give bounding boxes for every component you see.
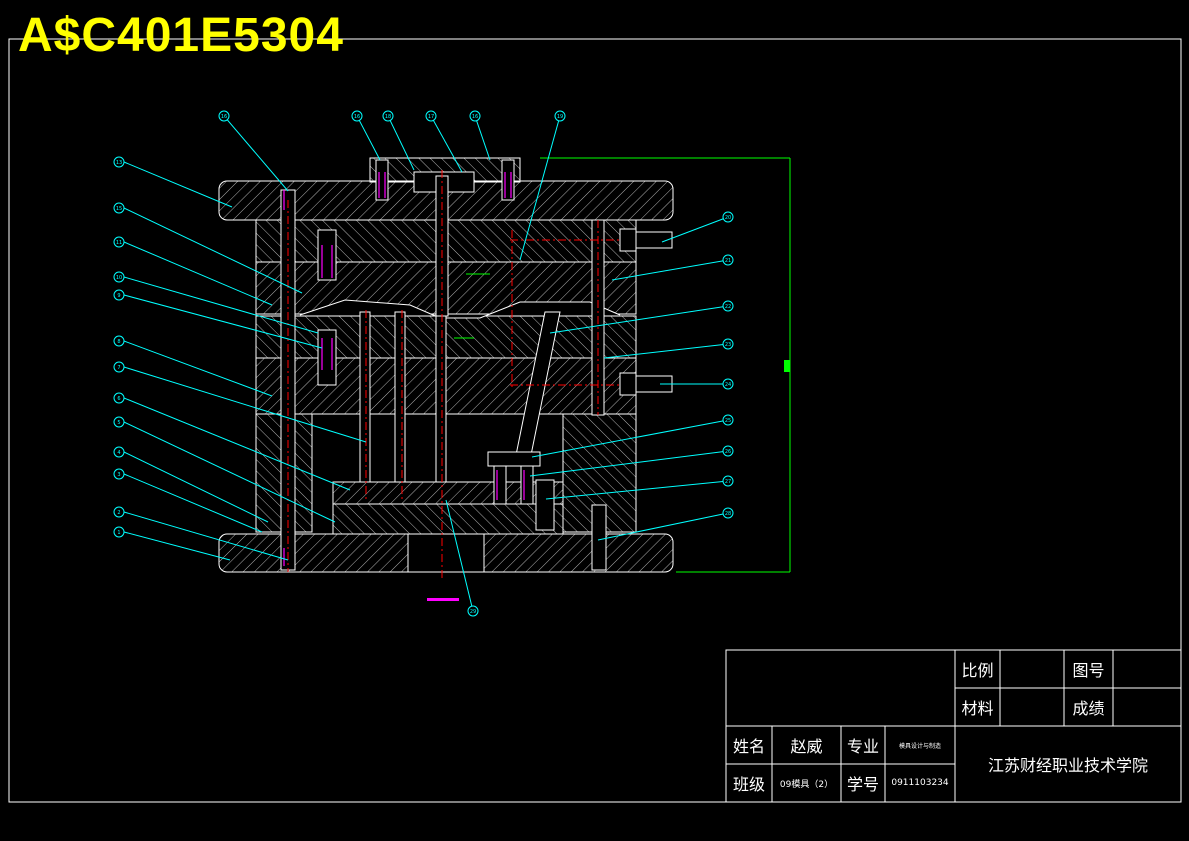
balloon-right-8	[722, 507, 734, 519]
balloon-label: 25	[725, 418, 731, 424]
scale-label: 比例	[961, 661, 994, 680]
material-value	[1000, 688, 1064, 726]
balloon-left-11	[113, 506, 125, 518]
major-value: 模具设计与制造	[898, 742, 941, 750]
drawing-code: A$C401E5304	[18, 9, 344, 62]
balloon-left-7	[113, 392, 125, 404]
balloon-right-1	[722, 254, 734, 266]
leader-lines	[123, 115, 729, 612]
balloon-left-1	[113, 202, 125, 214]
balloon-label: 15	[116, 206, 122, 212]
balloon-left-9	[113, 446, 125, 458]
balloon-bottom-0	[467, 605, 479, 617]
balloon-right-3	[722, 338, 734, 350]
material-label: 材料	[961, 699, 994, 718]
balloon-right-4	[722, 378, 734, 390]
drawing-no-label: 图号	[1072, 661, 1105, 680]
balloon-label: 5	[117, 420, 120, 426]
school-name: 江苏财经职业技术学院	[987, 756, 1148, 775]
drawing-no-value	[1113, 650, 1181, 688]
centerlines	[287, 170, 620, 578]
balloon-top-0	[218, 110, 230, 122]
balloon-label: 29	[470, 609, 476, 615]
screw-threads	[283, 172, 525, 566]
grade-value	[1113, 688, 1181, 726]
balloon-left-5	[113, 335, 125, 347]
balloon-label: 13	[116, 160, 122, 166]
balloon-left-4	[113, 289, 125, 301]
balloon-left-0	[113, 156, 125, 168]
class-label: 班级	[732, 775, 765, 794]
class-value: 09模具（2）	[779, 779, 834, 790]
balloon-label: 20	[725, 215, 731, 221]
balloon-label: 21	[725, 258, 731, 264]
balloon-label: 26	[725, 449, 731, 455]
balloon-top-1	[351, 110, 363, 122]
balloon-label: 10	[116, 275, 122, 281]
balloon-label: 6	[117, 396, 120, 402]
balloon-left-12	[113, 526, 125, 538]
balloon-label: 23	[725, 342, 731, 348]
balloon-label: 11	[116, 240, 122, 246]
title-block	[725, 649, 1182, 803]
mold-section	[218, 157, 674, 573]
student-no-value: 0911103234	[891, 778, 949, 788]
balloon-top-4	[469, 110, 481, 122]
balloon-label: 19	[557, 114, 563, 120]
scale-value	[1000, 650, 1064, 688]
balloon-top-5	[554, 110, 566, 122]
balloon-label: 8	[117, 339, 120, 345]
balloon-top-2	[382, 110, 394, 122]
balloon-right-5	[722, 414, 734, 426]
balloon-right-6	[722, 445, 734, 457]
balloon-label: 3	[117, 472, 120, 478]
major-label: 专业	[846, 737, 879, 756]
balloon-label: 9	[117, 293, 120, 299]
balloon-label: 4	[117, 450, 120, 456]
balloon-label: 18	[385, 114, 391, 120]
balloon-left-2	[113, 236, 125, 248]
balloon-right-7	[722, 475, 734, 487]
name-label: 姓名	[732, 737, 765, 756]
balloon-label: 16	[354, 114, 360, 120]
student-no-label: 学号	[846, 775, 879, 794]
balloon-label: 16	[472, 114, 478, 120]
balloon-label: 24	[725, 382, 731, 388]
balloon-right-0	[722, 211, 734, 223]
balloon-left-3	[113, 271, 125, 283]
balloon-left-8	[113, 416, 125, 428]
balloon-label: 16	[221, 114, 227, 120]
balloon-label: 27	[725, 479, 731, 485]
balloon-label: 2	[117, 510, 120, 516]
balloon-left-10	[113, 468, 125, 480]
balloon-top-3	[425, 110, 437, 122]
balloon-label: 7	[117, 365, 120, 371]
name-value: 赵威	[790, 737, 823, 756]
balloon-label: 1	[117, 530, 120, 536]
drawing-frame	[8, 38, 1182, 803]
balloon-label: 22	[725, 304, 731, 310]
balloon-label: 17	[428, 114, 434, 120]
balloon-right-2	[722, 300, 734, 312]
balloon-label: 28	[725, 511, 731, 517]
grade-label: 成绩	[1072, 699, 1105, 718]
balloon-left-6	[113, 361, 125, 373]
